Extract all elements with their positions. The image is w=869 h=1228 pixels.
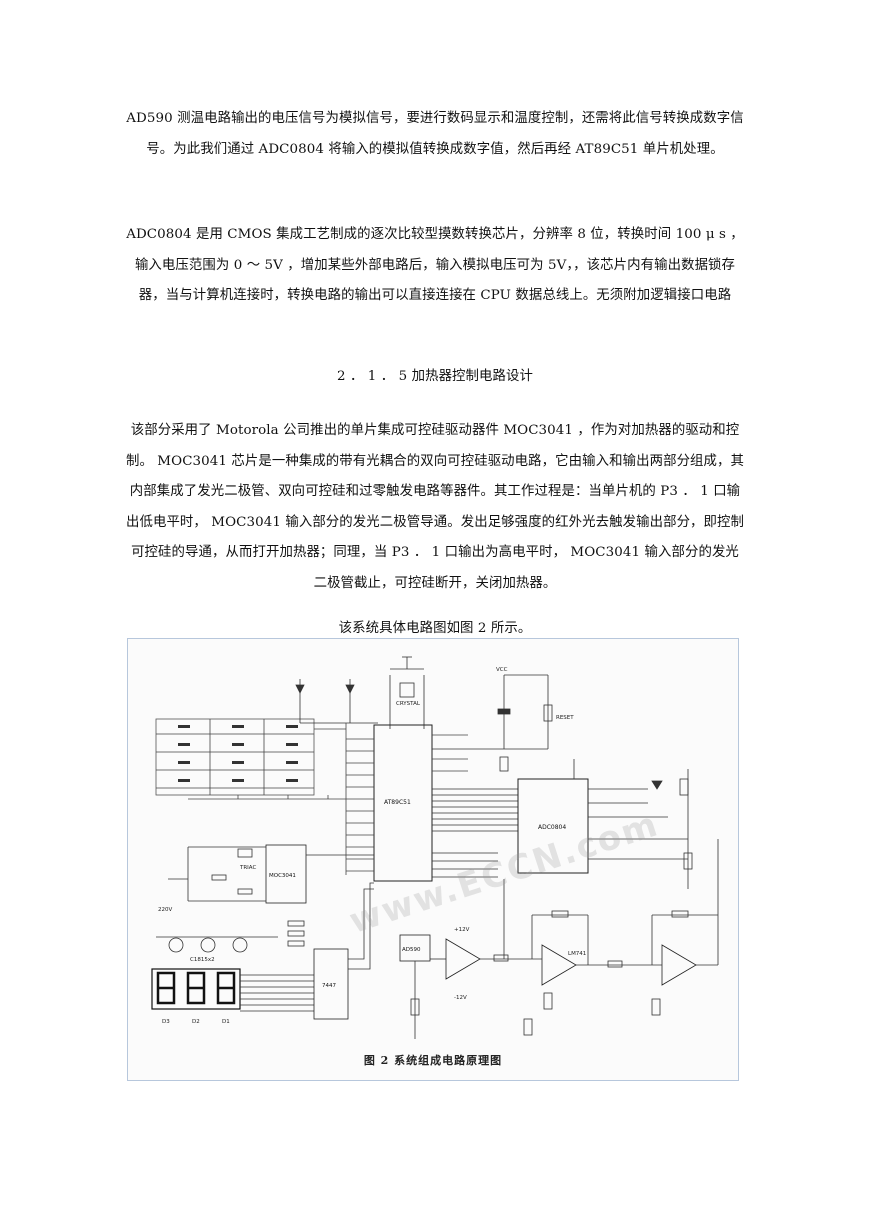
circuit-schematic: CRYSTAL AT89C51 bbox=[151, 656, 719, 1039]
seg-label-d3: D3 bbox=[162, 1019, 170, 1025]
crystal-oscillator: CRYSTAL bbox=[389, 656, 425, 729]
section-heading: 2 ． 1 ． 5 加热器控制电路设计 bbox=[336, 369, 534, 384]
adc-chip: ADC0804 bbox=[517, 759, 693, 889]
triac-label: TRIAC bbox=[239, 865, 256, 871]
seg-label-d1: D1 bbox=[222, 1019, 230, 1025]
ad590-label: AD590 bbox=[402, 947, 421, 953]
mcu-label: AT89C51 bbox=[384, 799, 411, 806]
paragraph-ad590-conversion: AD590 测温电路输出的电压信号为模拟信号，要进行数码显示和温度控制，还需将此… bbox=[126, 111, 744, 157]
moc-label: MOC3041 bbox=[269, 873, 296, 879]
opamp-label: LM741 bbox=[568, 951, 586, 957]
heater-driver: MOC3041 TRIAC 220V bbox=[158, 844, 374, 947]
plus12-label: +12V bbox=[454, 927, 470, 933]
analog-section: AD590 +12V -12V LM741 bbox=[399, 839, 719, 1039]
transistor-label: C1815x2 bbox=[190, 957, 215, 963]
minus12-label: -12V bbox=[454, 995, 467, 1001]
paragraph-adc0804-description: ADC0804 是用 CMOS 集成工艺制成的逐次比较型摸数转换芯片，分辨率 8… bbox=[126, 227, 744, 303]
adc-label: ADC0804 bbox=[538, 824, 566, 831]
reset-circuit: VCC RESET bbox=[432, 667, 574, 772]
vcc-label: VCC bbox=[496, 667, 508, 673]
crystal-label: CRYSTAL bbox=[396, 701, 421, 707]
seg-label-d2: D2 bbox=[192, 1019, 200, 1025]
ac-label: 220V bbox=[158, 907, 172, 913]
figure-reference-line: 该系统具体电路图如图 2 所示。 bbox=[338, 621, 532, 636]
bus-lines bbox=[188, 723, 347, 875]
paragraph-heater-control: 该部分采用了 Motorola 公司推出的单片集成可控硅驱动器件 MOC3041… bbox=[125, 423, 745, 591]
keypad-matrix bbox=[155, 718, 315, 796]
circuit-diagram-figure: CRYSTAL AT89C51 bbox=[127, 638, 739, 1081]
mcu-chip: AT89C51 bbox=[346, 724, 518, 882]
reset-label: RESET bbox=[556, 715, 574, 721]
decoder-label: 7447 bbox=[322, 983, 336, 989]
display-section: C1815x2 D3 D2 D1 7447 bbox=[151, 882, 374, 1025]
figure-caption: 图 2 系统组成电路原理图 bbox=[363, 1054, 503, 1067]
led-indicators bbox=[295, 679, 378, 724]
